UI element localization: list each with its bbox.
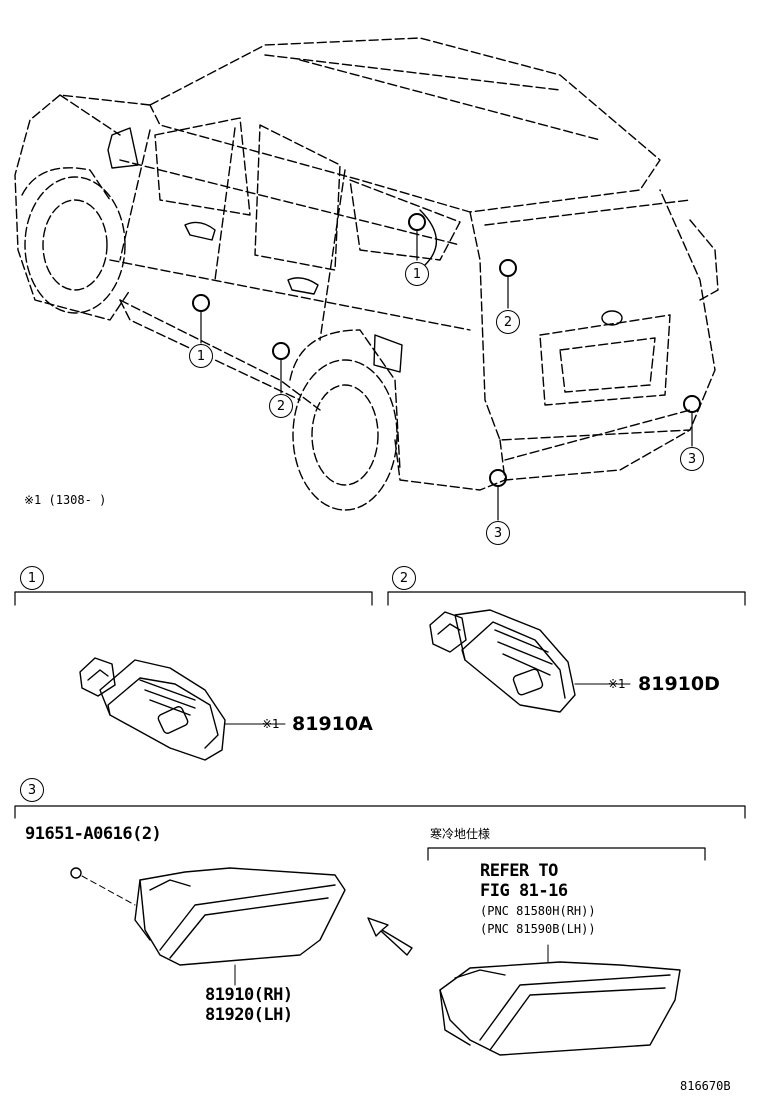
callout-3-rear-left[interactable]: 3: [486, 521, 510, 545]
condition-note: ※1 (1308- ): [24, 493, 107, 507]
section-brackets: [14, 591, 746, 861]
part-number-screw[interactable]: 91651-A0616(2): [25, 824, 162, 844]
refer-to-label: REFER TO: [480, 861, 558, 881]
mark-81910A: ※1: [262, 717, 280, 731]
courtesy-lamp-81910D: [429, 609, 631, 713]
fig-reference-link[interactable]: FIG 81-16: [480, 881, 568, 901]
cold-spec-header: 寒冷地仕様: [430, 827, 491, 841]
marker-leaders: [200, 229, 693, 521]
section-1-callout: 1: [20, 566, 44, 590]
part-number-81910A[interactable]: 81910A: [292, 713, 373, 735]
front-wheel: [21, 167, 126, 314]
mark-81910D: ※1: [608, 677, 626, 691]
section-3-callout: 3: [20, 778, 44, 802]
callout-1-front[interactable]: 1: [189, 344, 213, 368]
figure-id: 816670B: [680, 1079, 731, 1093]
callout-2-rear[interactable]: 2: [496, 310, 520, 334]
part-number-81910-rh[interactable]: 81910(RH): [205, 985, 293, 1005]
pnc-rh-label: (PNC 81580H(RH)): [480, 904, 596, 918]
reflector-lamp-81910: [70, 867, 346, 986]
vehicle-markers: [192, 213, 701, 487]
callout-3-rear-right[interactable]: 3: [680, 447, 704, 471]
vehicle-details: [107, 127, 623, 373]
part-number-81920-lh[interactable]: 81920(LH): [205, 1005, 293, 1025]
pnc-lh-label: (PNC 81590B(LH)): [480, 922, 596, 936]
vehicle-outline: [14, 37, 719, 491]
part-number-81910D[interactable]: 81910D: [638, 673, 720, 695]
callout-1-side[interactable]: 1: [405, 262, 429, 286]
courtesy-lamp-81910A: [79, 657, 286, 761]
cold-spec-lamp: [439, 944, 681, 1056]
callout-2-side[interactable]: 2: [269, 394, 293, 418]
arrow-icon: [367, 917, 413, 956]
section-2-callout: 2: [392, 566, 416, 590]
rear-wheel: [289, 329, 401, 511]
